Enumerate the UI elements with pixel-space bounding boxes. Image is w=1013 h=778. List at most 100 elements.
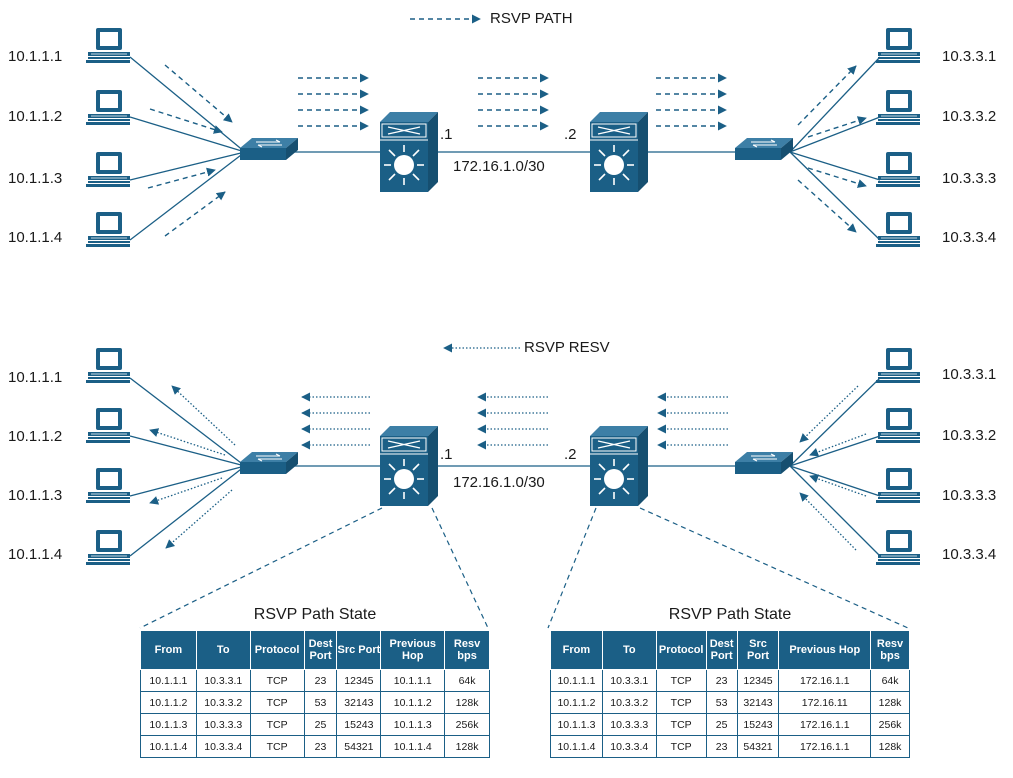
- table-cell: 10.1.1.1: [140, 669, 197, 692]
- host-right-3-icon: [875, 467, 921, 504]
- host-right-label: 10.3.3.4: [942, 546, 997, 563]
- router1-interface-label: .1: [440, 126, 453, 143]
- table-cell: TCP: [249, 691, 305, 714]
- table-cell: 54321: [336, 735, 382, 758]
- table-row: 10.1.1.4 10.3.3.4 TCP 23 54321 172.16.1.…: [550, 735, 910, 758]
- router2-interface-label: .2: [564, 446, 577, 463]
- table-cell: 128k: [870, 691, 910, 714]
- table-cell: 10.3.3.2: [195, 691, 251, 714]
- host-right-label: 10.3.3.1: [942, 48, 997, 65]
- host-left-3-icon: [85, 467, 131, 504]
- host-left-1-icon: [85, 347, 131, 384]
- host-left-label: 10.1.1.4: [8, 229, 63, 246]
- table-cell: TCP: [249, 713, 305, 736]
- table-cell: 23: [303, 669, 338, 692]
- table-cell: 10.3.3.4: [601, 735, 657, 758]
- access-switch-left-icon: [239, 451, 299, 475]
- table-row: 10.1.1.1 10.3.3.1 TCP 23 12345 10.1.1.1 …: [140, 669, 490, 692]
- table-header-row: From To Protocol Dest Port Src Port Prev…: [550, 630, 910, 670]
- legend-resv-label: RSVP RESV: [524, 339, 610, 356]
- table-cell: 15243: [336, 713, 382, 736]
- table-cell: 64k: [870, 669, 910, 692]
- column-header: Src Port: [736, 630, 780, 670]
- table-cell: 10.3.3.3: [195, 713, 251, 736]
- table-cell: 10.3.3.3: [601, 713, 657, 736]
- host-right-1-icon: [875, 347, 921, 384]
- router2-interface-label: .2: [564, 126, 577, 143]
- host-right-label: 10.3.3.2: [942, 427, 997, 444]
- table-cell: 10.1.1.3: [550, 713, 603, 736]
- router-2-icon: [589, 425, 649, 507]
- table-cell: TCP: [655, 691, 707, 714]
- host-left-label: 10.1.1.2: [8, 428, 63, 445]
- host-left-2-icon: [85, 89, 131, 126]
- table-row: 10.1.1.3 10.3.3.3 TCP 25 15243 10.1.1.3 …: [140, 713, 490, 736]
- table-cell: 12345: [736, 669, 780, 692]
- access-switch-right-icon: [734, 451, 794, 475]
- table-title: RSVP Path State: [668, 606, 792, 623]
- table-cell: 10.1.1.2: [140, 691, 197, 714]
- table-cell: 54321: [736, 735, 780, 758]
- column-header: Dest Port: [303, 630, 338, 670]
- column-header: From: [140, 630, 197, 670]
- router-1-icon: [379, 111, 439, 193]
- table-row: 10.1.1.2 10.3.3.2 TCP 53 32143 10.1.1.2 …: [140, 691, 490, 714]
- table-cell: TCP: [655, 669, 707, 692]
- column-header: Protocol: [249, 630, 305, 670]
- host-right-4-icon: [875, 211, 921, 248]
- host-left-label: 10.1.1.4: [8, 546, 63, 563]
- router-1-icon: [379, 425, 439, 507]
- table-cell: 172.16.1.1: [778, 735, 872, 758]
- column-header: Previous Hop: [380, 630, 446, 670]
- host-left-label: 10.1.1.2: [8, 108, 63, 125]
- column-header: Src Port: [336, 630, 382, 670]
- table-cell: 23: [705, 735, 738, 758]
- table-cell: TCP: [655, 713, 707, 736]
- subnet-label: 172.16.1.0/30: [453, 158, 545, 175]
- table-cell: TCP: [249, 669, 305, 692]
- table-title: RSVP Path State: [253, 606, 377, 623]
- table-cell: 10.3.3.2: [601, 691, 657, 714]
- table-cell: 10.3.3.1: [195, 669, 251, 692]
- rsvp-path-state-table-left: From To Protocol Dest Port Src Port Prev…: [140, 630, 490, 758]
- host-left-4-icon: [85, 529, 131, 566]
- table-cell: 256k: [870, 713, 910, 736]
- table-cell: 10.1.1.3: [380, 713, 446, 736]
- column-header: Previous Hop: [778, 630, 872, 670]
- host-right-1-icon: [875, 27, 921, 64]
- host-left-4-icon: [85, 211, 131, 248]
- table-cell: 53: [705, 691, 738, 714]
- table-cell: 10.3.3.1: [601, 669, 657, 692]
- host-left-label: 10.1.1.1: [8, 48, 63, 65]
- access-switch-right-icon: [734, 137, 794, 161]
- table-cell: 128k: [444, 691, 490, 714]
- router-2-icon: [589, 111, 649, 193]
- host-right-label: 10.3.3.3: [942, 170, 997, 187]
- column-header: Dest Port: [705, 630, 738, 670]
- host-right-4-icon: [875, 529, 921, 566]
- table-cell: 25: [303, 713, 338, 736]
- table-row: 10.1.1.2 10.3.3.2 TCP 53 32143 172.16.11…: [550, 691, 910, 714]
- table-cell: 128k: [444, 735, 490, 758]
- column-header: From: [550, 630, 603, 670]
- table-cell: 15243: [736, 713, 780, 736]
- table-row: 10.1.1.4 10.3.3.4 TCP 23 54321 10.1.1.4 …: [140, 735, 490, 758]
- table-cell: 10.1.1.2: [550, 691, 603, 714]
- table-cell: 10.1.1.4: [140, 735, 197, 758]
- table-cell: 10.1.1.1: [550, 669, 603, 692]
- table-cell: 32143: [336, 691, 382, 714]
- column-header: To: [195, 630, 251, 670]
- host-right-label: 10.3.3.3: [942, 487, 997, 504]
- host-left-2-icon: [85, 407, 131, 444]
- table-row: 10.1.1.1 10.3.3.1 TCP 23 12345 172.16.1.…: [550, 669, 910, 692]
- host-right-2-icon: [875, 407, 921, 444]
- host-left-label: 10.1.1.3: [8, 487, 63, 504]
- table-cell: 10.1.1.1: [380, 669, 446, 692]
- rsvp-path-state-table-right: From To Protocol Dest Port Src Port Prev…: [550, 630, 910, 758]
- access-switch-left-icon: [239, 137, 299, 161]
- host-right-label: 10.3.3.1: [942, 366, 997, 383]
- router1-interface-label: .1: [440, 446, 453, 463]
- table-header-row: From To Protocol Dest Port Src Port Prev…: [140, 630, 490, 670]
- host-left-1-icon: [85, 27, 131, 64]
